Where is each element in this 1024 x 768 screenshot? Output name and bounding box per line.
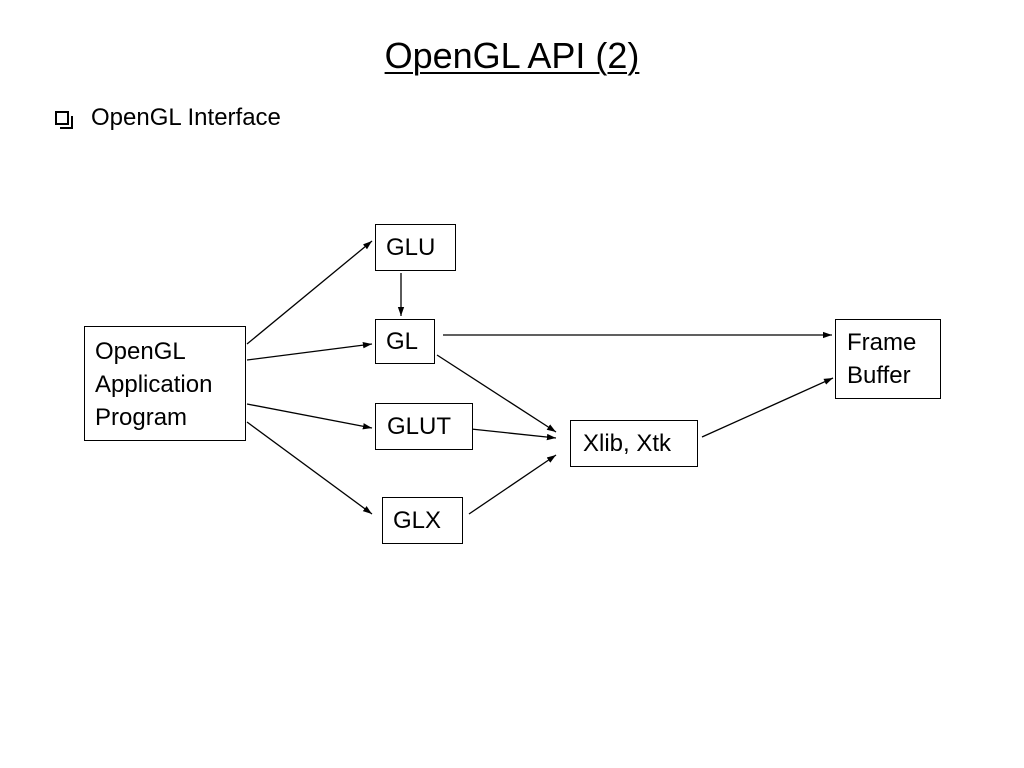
edge-app-gl: [246, 341, 373, 361]
edge-app-glx: [246, 421, 373, 515]
bullet-text: OpenGL Interface: [91, 104, 281, 131]
node-frame-buffer: Frame Buffer: [835, 319, 941, 399]
node-glut: GLUT: [375, 403, 473, 450]
node-label: GLX: [393, 507, 442, 534]
edge-app-glut: [246, 403, 373, 430]
node-label-line: Frame: [847, 329, 917, 356]
node-label-line: Application: [95, 371, 213, 398]
node-label-line: Program: [95, 404, 188, 431]
bullet-item: OpenGL Interface: [55, 102, 281, 134]
node-label-line: Buffer: [847, 362, 911, 389]
node-label: GLUT: [387, 413, 452, 440]
edge-glut-xlib: [470, 428, 557, 441]
node-glx: GLX: [382, 497, 463, 544]
node-label: GL: [386, 328, 419, 355]
slide-title: OpenGL API (2): [384, 35, 640, 76]
node-label: GLU: [386, 234, 436, 261]
edge-xlib-frame: [701, 377, 834, 438]
edge-glx-xlib: [468, 454, 557, 515]
node-gl: GL: [375, 319, 435, 364]
node-label: Xlib, Xtk: [583, 430, 672, 457]
checkbox-bullet-icon: [55, 111, 73, 129]
node-glu: GLU: [375, 224, 456, 271]
node-opengl-application-program: OpenGL Application Program: [84, 326, 246, 441]
edge-app-glu: [246, 240, 373, 345]
node-label-line: OpenGL: [95, 338, 186, 365]
node-xlib-xtk: Xlib, Xtk: [570, 420, 698, 467]
